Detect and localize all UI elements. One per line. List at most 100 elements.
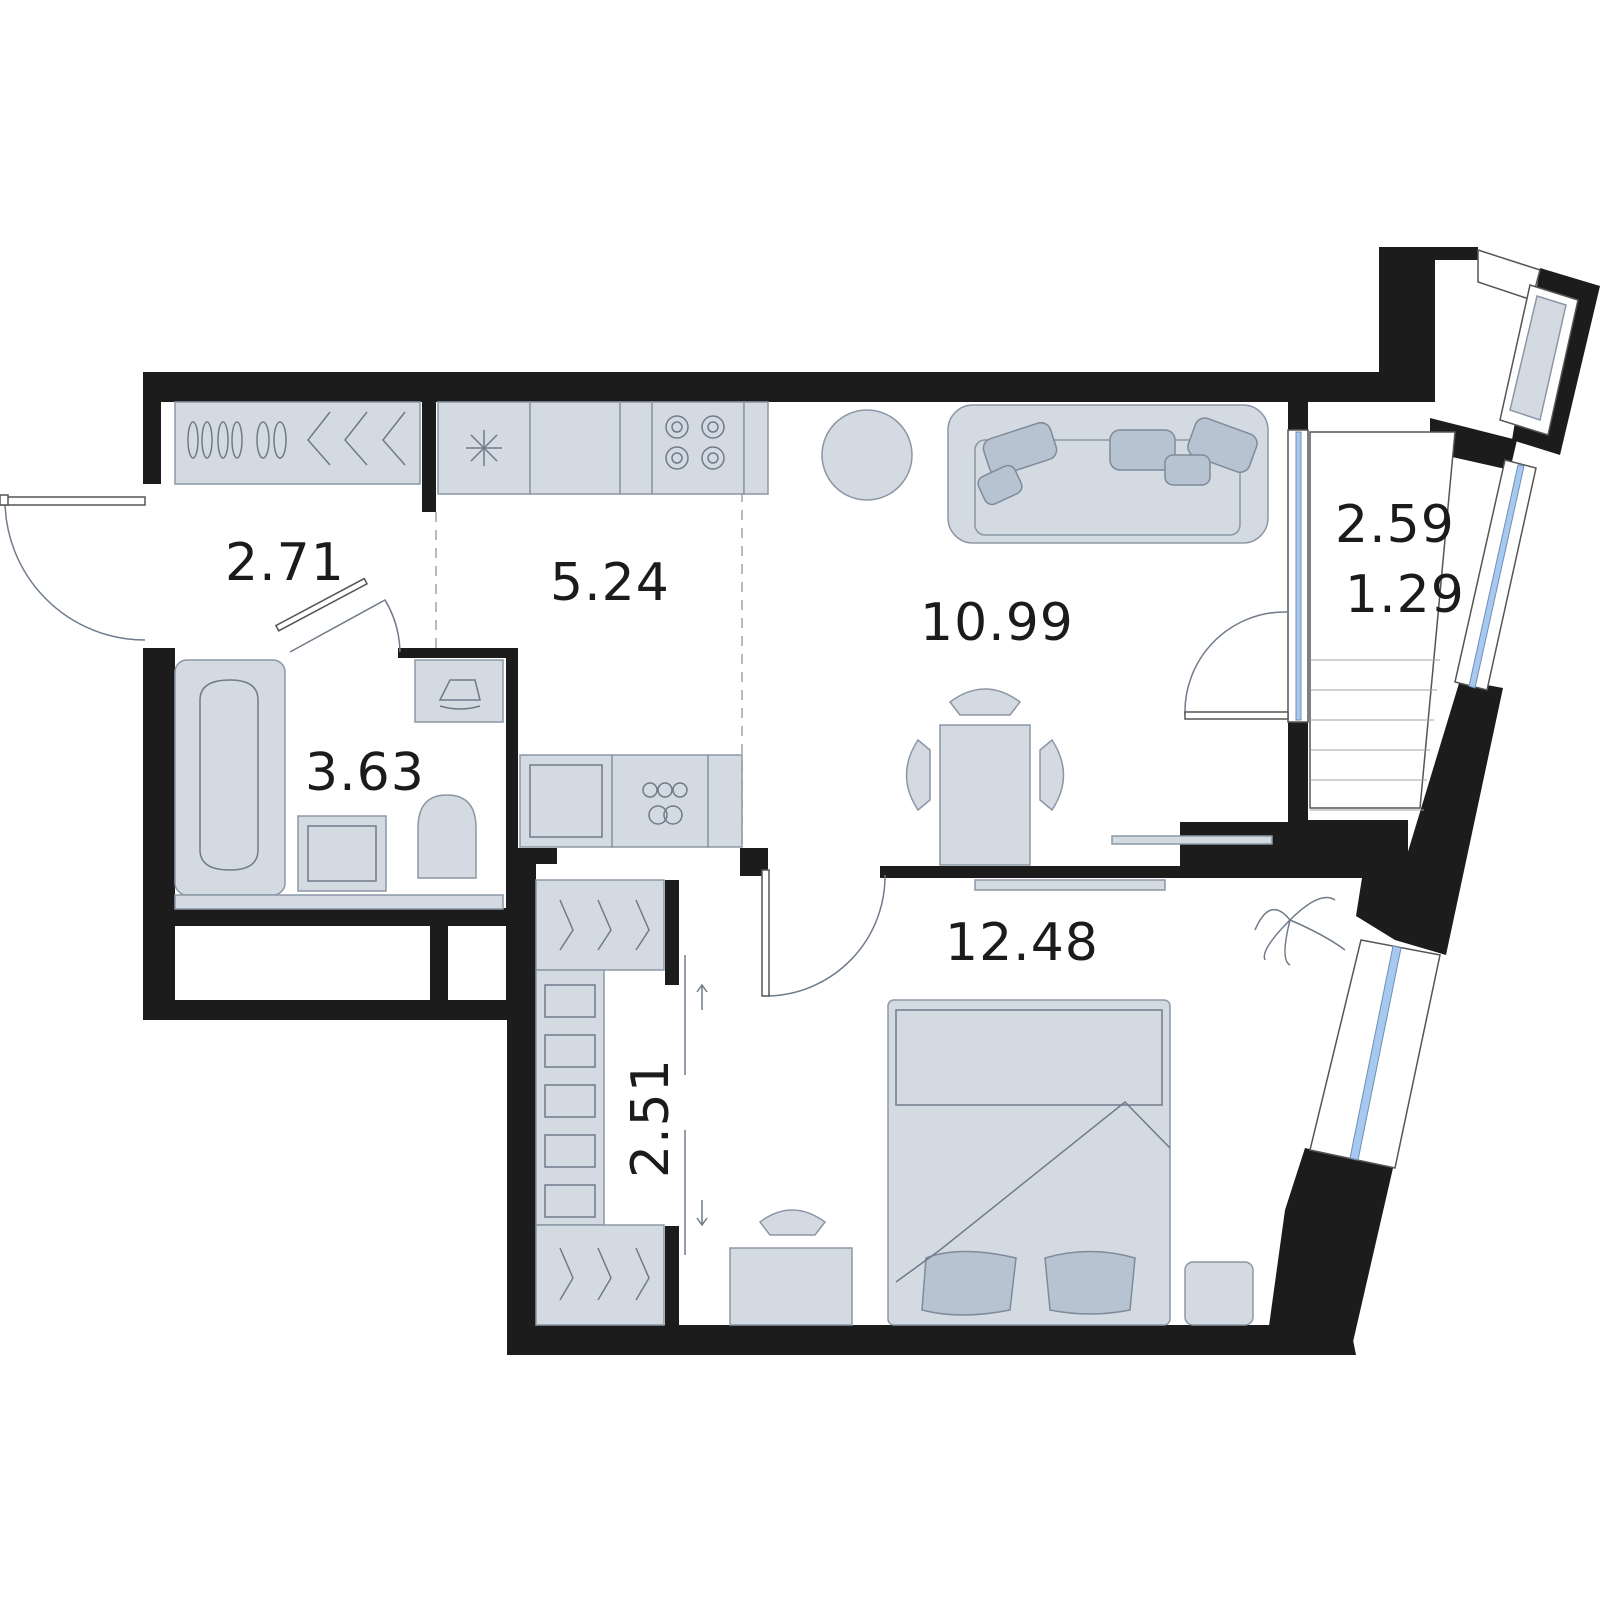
plant-icon (1254, 896, 1346, 966)
iron-icon (438, 679, 481, 710)
living-furniture (821, 404, 1273, 866)
wall-balcony-corner (1435, 247, 1478, 260)
wall-balcony-bottom (1288, 820, 1408, 878)
wall-balcony-pier (1430, 418, 1517, 470)
wall-bath-top-right (398, 648, 516, 658)
wall-bottom-left (143, 1000, 518, 1020)
wall-closet-left (507, 1000, 536, 1355)
pillow-1 (921, 1250, 1017, 1316)
tv-bedroom (974, 879, 1166, 891)
kitchen-lower (519, 754, 743, 848)
balcony-floor (1309, 431, 1456, 809)
cushion-1 (982, 421, 1058, 477)
closet-shelves (535, 879, 708, 1326)
wall-partition-upper (422, 372, 436, 512)
bedroom-furniture (729, 879, 1346, 1326)
dining-table (939, 724, 1031, 866)
closet-upper (535, 879, 665, 971)
washing-machine (414, 659, 504, 723)
kitchen-lower-end (707, 754, 743, 848)
toilet (417, 794, 477, 879)
pillow-2 (1044, 1250, 1136, 1315)
label-kitchen-area: 5.24 (550, 553, 670, 613)
door-entry-swing (4, 499, 146, 641)
kitchen-cabinet-2 (619, 401, 653, 495)
kitchen-sink-bowl (529, 764, 603, 838)
wall-living-bottom (880, 866, 1186, 878)
chair-right (1039, 738, 1065, 812)
dishwasher-icon (642, 782, 688, 825)
label-closet-area: 2.51 (621, 1058, 681, 1178)
door-bath-swing (289, 598, 401, 653)
bed (887, 999, 1171, 1326)
wall-top (143, 372, 1380, 402)
balcony-slats (1310, 659, 1440, 811)
door-balcony-swing (1184, 611, 1289, 716)
closet-lower (535, 1224, 665, 1326)
wall-living-right-lower (1288, 720, 1308, 840)
wall-balcony-post (1379, 247, 1435, 402)
wall-left-upper (143, 372, 161, 484)
cushion-2 (1109, 429, 1176, 471)
label-living-area: 10.99 (920, 593, 1074, 653)
desk-chair (758, 1209, 827, 1236)
kitchen-cabinet-1 (529, 401, 621, 495)
stove (651, 401, 745, 495)
window-living-glass (1295, 431, 1302, 721)
hall-wardrobe (174, 401, 421, 485)
wall-slant-mid (1356, 680, 1503, 955)
door-bedroom-leaf (761, 869, 770, 997)
wall-closet-partition-bottom (665, 1226, 679, 1326)
wall-bath-bottom (160, 908, 510, 926)
blanket-fold (895, 1100, 1171, 1283)
hanger-icon (559, 899, 650, 1301)
wall-kitchen-closet (507, 864, 536, 1004)
hall-wardrobe-body (174, 401, 421, 485)
closet-middle (535, 969, 605, 1226)
shoe-icon (187, 421, 287, 459)
kitchen-sink (519, 754, 613, 848)
wall-bath-left (143, 648, 175, 1018)
doors (0, 494, 1289, 997)
bath-floor-shelf (174, 894, 504, 910)
bathtub (174, 659, 286, 896)
cushion-5 (1164, 454, 1211, 486)
label-balcony-area-full: 2.59 (1335, 495, 1455, 555)
wall-slant-low (1265, 1148, 1393, 1355)
sink (297, 815, 387, 892)
kitchen-cabinet-3 (743, 401, 769, 495)
bed-headboard-line (895, 1009, 1163, 1106)
sink-bowl (307, 825, 377, 882)
wall-kitchen-bottom (507, 848, 557, 864)
wall-living-right (1288, 402, 1308, 432)
window-balcony-glass (1468, 464, 1525, 689)
arrow-down-icon (696, 1200, 708, 1227)
bedside-unit (1184, 1261, 1254, 1326)
wall-bottom (507, 1325, 1356, 1355)
round-table (821, 409, 913, 501)
balcony (1309, 431, 1456, 811)
label-hallway-area: 2.71 (225, 533, 345, 593)
arrow-up-icon (696, 983, 708, 1010)
door-balcony-leaf (1184, 711, 1289, 720)
tv-living (1111, 835, 1273, 845)
door-bath-leaf (274, 577, 369, 632)
wall-bath-shaft (430, 920, 448, 1018)
windows (0, 248, 1579, 1169)
walls (143, 247, 1600, 1355)
wall-closet-partition-top (665, 880, 679, 985)
desk (729, 1247, 853, 1326)
entry-frame-top (0, 496, 146, 506)
folded-clothes (544, 984, 596, 1218)
stove-icon (665, 415, 725, 470)
kitchen-counter (437, 401, 769, 495)
door-entry-leaf (0, 494, 9, 506)
chair-top (948, 688, 1022, 716)
bathroom-fixtures (174, 659, 504, 910)
hanger-icon (307, 411, 406, 466)
door-bedroom-swing (767, 874, 886, 997)
bathtub-inner (199, 679, 259, 871)
chair-left (905, 738, 931, 812)
label-bathroom-area: 3.63 (305, 743, 425, 803)
